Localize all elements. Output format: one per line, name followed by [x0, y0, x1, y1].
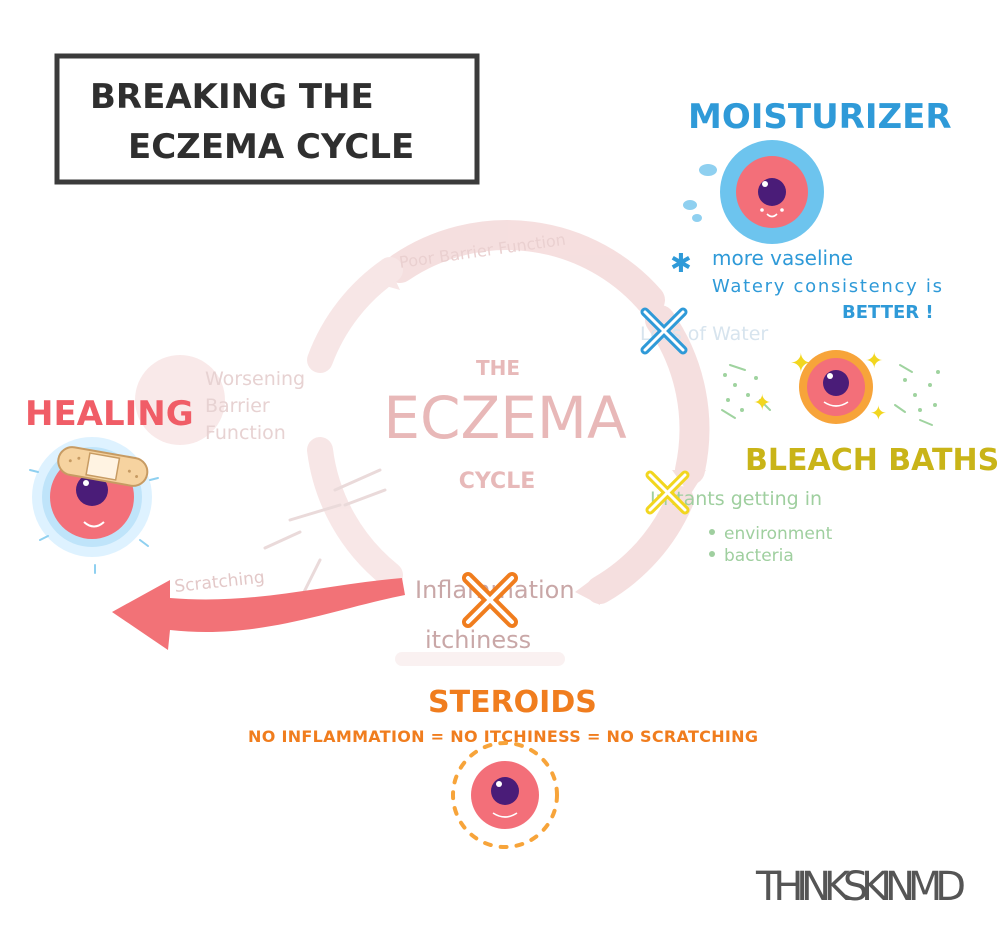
moisturizer-note-2: Watery consistency is [712, 276, 942, 297]
worsening-blob: Worsening Barrier Function [135, 355, 305, 445]
step-worsening-1: Worsening [205, 368, 305, 390]
steroids-title: STEROIDS [428, 685, 597, 720]
cycle-center: THE ECZEMA CYCLE [383, 356, 627, 494]
step-environment: environment [724, 524, 833, 544]
healing-arrow [112, 578, 405, 650]
scratch-marks [263, 468, 387, 602]
step-worsening-3: Function [205, 422, 286, 444]
svg-text:✦: ✦ [865, 349, 883, 374]
bullet-dot-1 [709, 529, 715, 535]
title-line-2: ECZEMA CYCLE [128, 127, 414, 167]
bullet-dot-2 [709, 551, 715, 557]
bleach-title: BLEACH BATHS [745, 443, 999, 478]
moisturizer-cell [683, 140, 824, 244]
title-line-1: BREAKING THE [90, 77, 374, 117]
title-box: BREAKING THE ECZEMA CYCLE [54, 53, 480, 185]
cycle-center-sub: CYCLE [459, 469, 535, 494]
blue-x-icon [640, 307, 688, 355]
bandage-icon [57, 446, 149, 487]
step-scratching: Scratching [173, 568, 265, 597]
step-irritants: Irritants getting in [650, 488, 822, 510]
svg-text:✦: ✦ [753, 391, 771, 416]
svg-text:✦: ✦ [870, 401, 887, 425]
asterisk-icon: ✱ [670, 249, 692, 279]
healing-title: HEALING [25, 394, 194, 434]
moisturizer-title: MOISTURIZER [688, 97, 952, 137]
step-itchiness: itchiness [425, 626, 531, 654]
cycle-center-main: ECZEMA [383, 384, 627, 452]
moisturizer-note-3: BETTER ! [842, 302, 934, 323]
step-bacteria: bacteria [724, 546, 794, 566]
bleach-cell: ✦ ✦ ✦ ✦ [721, 349, 940, 426]
steroids-subtitle: NO INFLAMMATION = NO ITCHINESS = NO SCRA… [248, 727, 758, 746]
yellow-x-icon [645, 470, 690, 515]
steroids-cell [451, 741, 559, 849]
cycle-center-the: THE [476, 356, 520, 380]
brand-watermark: THINKSKINMD [755, 864, 966, 910]
orange-x-icon [462, 572, 518, 628]
step-worsening-2: Barrier [205, 395, 270, 417]
moisturizer-note-1: more vaseline [712, 246, 853, 270]
